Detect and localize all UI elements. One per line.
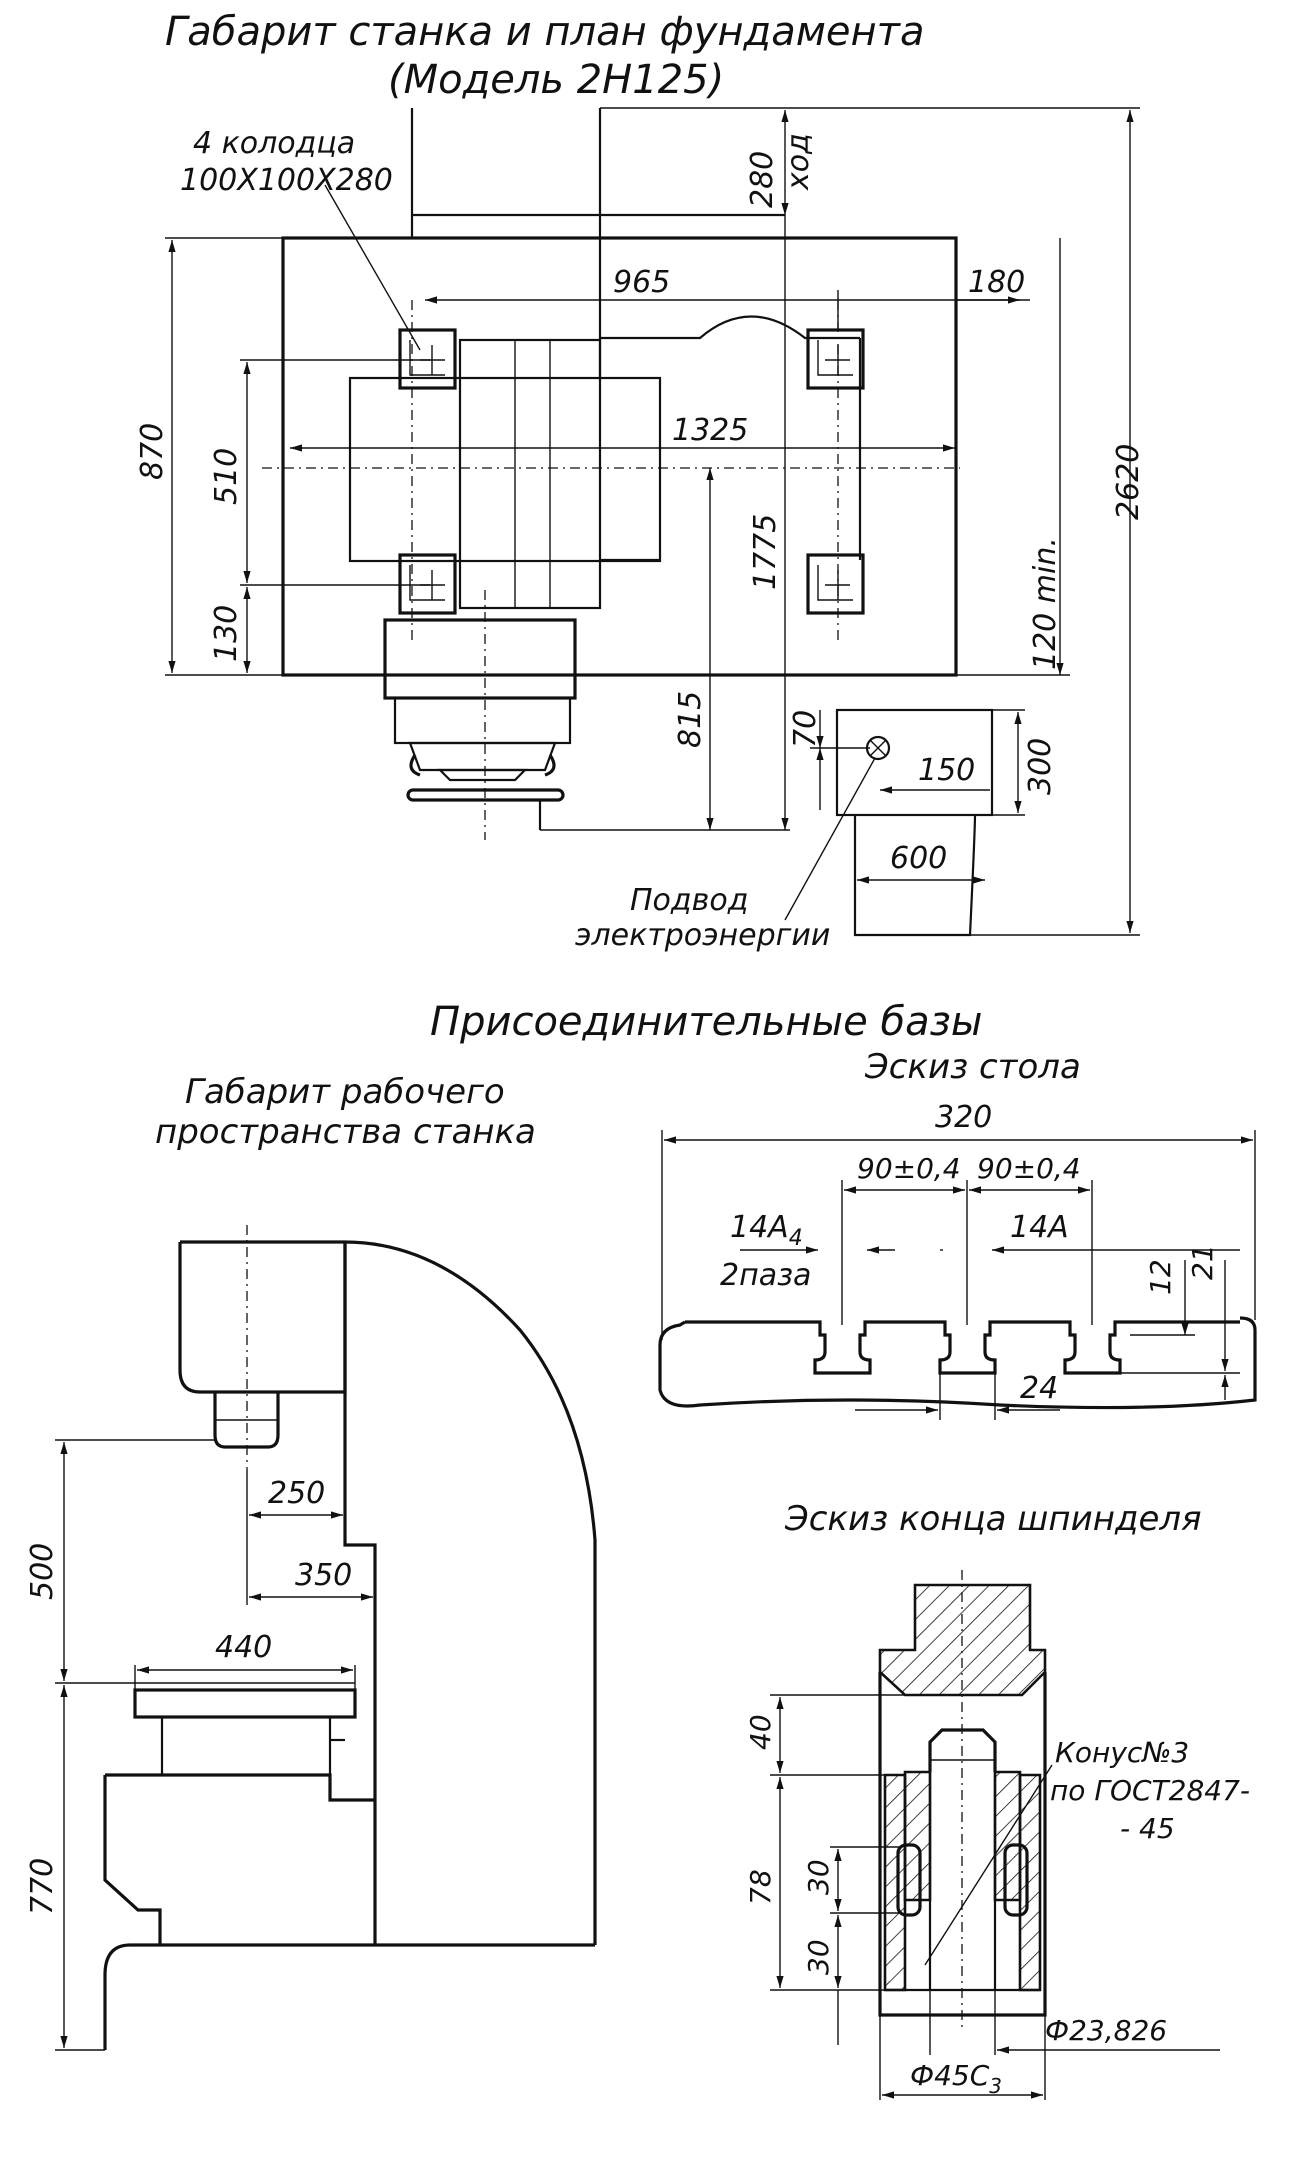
dim-150: 150	[918, 753, 975, 788]
dim-870: 870	[135, 423, 170, 480]
dim-1775: 1775	[748, 514, 783, 590]
foundation-labels: 4 колодца 100Х100Х280 965 180 1325 280 х…	[135, 126, 1146, 953]
workspace-title-2: пространства станка	[155, 1112, 536, 1152]
wells-label: 4 колодца	[193, 126, 355, 161]
dim-130: 130	[209, 605, 244, 662]
bases-title: Присоединительные базы	[430, 999, 982, 1045]
table-title: Эскиз стола	[864, 1047, 1081, 1087]
table-sketch	[658, 1316, 1257, 1410]
dim-815: 815	[673, 691, 708, 748]
spindle-title: Эскиз конца шпинделя	[784, 1499, 1202, 1539]
dim-90-right: 90±0,4	[977, 1152, 1081, 1185]
dim-300: 300	[1023, 738, 1058, 795]
dim-180: 180	[968, 265, 1025, 300]
foundation-dimensions	[165, 107, 1140, 936]
dim-d23: Ф23,826	[1045, 2014, 1167, 2047]
table-labels: 320 90±0,4 90±0,4 14А4 2паза 14А 12 21 2…	[720, 1100, 1219, 1406]
cone-standard: по ГОСТ2847-	[1050, 1774, 1250, 1807]
dim-d45: Ф45С3	[910, 2059, 1002, 2098]
dim-120min: 120 min.	[1028, 537, 1063, 670]
slots-count: 2паза	[720, 1258, 811, 1293]
spindle-labels: 40 78 30 30 Конус№3 по ГОСТ2847- - 45 Ф2…	[744, 1714, 1250, 2098]
dim-78: 78	[744, 1869, 777, 1905]
cone-year: - 45	[1120, 1812, 1175, 1845]
workspace-dimensions	[55, 1439, 373, 2051]
workspace-title: Габарит рабочего	[185, 1072, 505, 1112]
dim-350: 350	[295, 1558, 352, 1593]
dim-30-upper: 30	[802, 1859, 835, 1895]
foundation-well	[398, 553, 457, 615]
wells-size: 100Х100Х280	[180, 163, 393, 198]
dim-90-left: 90±0,4	[857, 1152, 961, 1185]
slot-left-label: 14А4	[730, 1210, 803, 1251]
table-dimensions	[661, 1130, 1256, 1420]
power-label-2: электроэнергии	[575, 918, 830, 953]
workspace-labels: 250 350 440 500 770	[25, 1476, 352, 1915]
foundation-well	[398, 328, 457, 390]
dim-30-lower: 30	[802, 1939, 835, 1975]
dim-21: 21	[1186, 1244, 1219, 1280]
dim-600: 600	[890, 841, 947, 876]
dim-510: 510	[209, 448, 244, 505]
dim-1325: 1325	[672, 413, 748, 448]
spindle-dimensions	[770, 1694, 1220, 2100]
spindle-sketch	[878, 1570, 1047, 2030]
dim-770: 770	[25, 1858, 60, 1915]
dim-965: 965	[613, 265, 670, 300]
foundation-plan	[262, 108, 994, 937]
slot-right-label: 14А	[1010, 1210, 1069, 1245]
dim-500: 500	[25, 1543, 60, 1600]
stroke-label: ход	[781, 133, 816, 191]
dim-2620: 2620	[1111, 444, 1146, 520]
dim-440: 440	[215, 1630, 272, 1665]
workspace-sketch	[103, 1225, 597, 2050]
dim-24: 24	[1020, 1371, 1058, 1406]
dim-12: 12	[1144, 1259, 1177, 1295]
dim-320: 320	[935, 1100, 992, 1135]
foundation-model: (Модель 2Н125)	[388, 57, 724, 103]
power-label: Подвод	[630, 883, 748, 918]
dim-250: 250	[268, 1476, 325, 1511]
dim-40: 40	[744, 1714, 777, 1750]
foundation-title: Габарит станка и план фундамента	[165, 9, 924, 55]
dim-70: 70	[788, 710, 823, 748]
dim-280: 280	[745, 151, 780, 208]
foundation-well	[806, 553, 865, 615]
cone-label: Конус№3	[1055, 1736, 1189, 1769]
